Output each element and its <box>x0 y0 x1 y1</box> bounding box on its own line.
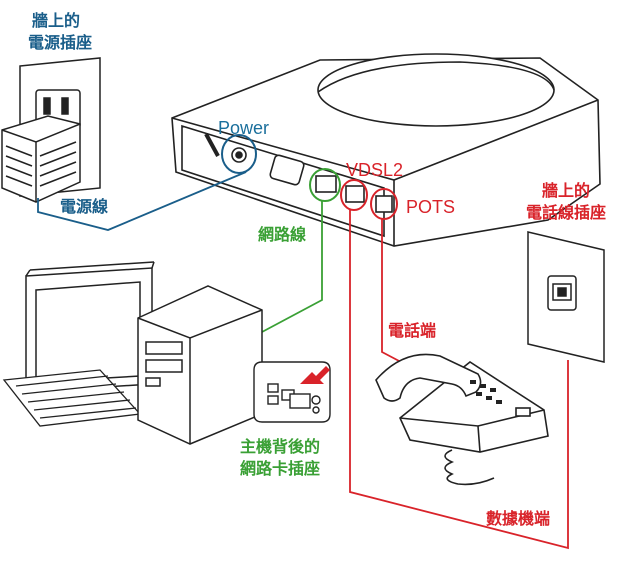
power-cord-line <box>37 171 247 231</box>
wall-phone-jack-label: 牆上的 <box>542 181 590 200</box>
network-port-highlight <box>309 168 341 202</box>
network-cable-label: 網路線 <box>258 225 306 244</box>
data-end-label: 數據機端 <box>486 509 550 528</box>
wall-phone-jack-icon <box>527 231 605 363</box>
telephone-icon <box>375 353 549 486</box>
modem-icon <box>171 53 601 247</box>
vdsl2-port-label: VDSL2 <box>346 160 403 180</box>
arrow-icon <box>300 366 330 384</box>
power-port-highlight <box>221 134 257 174</box>
vdsl2-cable-line <box>349 210 569 550</box>
pots-port-label: POTS <box>406 197 455 217</box>
wall-power-outlet-label-2: 電源插座 <box>28 33 92 52</box>
pc-nic-socket-callout <box>253 361 331 423</box>
wall-power-outlet-label: 牆上的 <box>32 11 80 30</box>
network-cable-line <box>261 200 323 333</box>
wall-phone-jack-label-2: 電話線插座 <box>526 203 606 222</box>
pc-tower-icon <box>137 285 263 445</box>
power-adapter-icon <box>1 115 81 203</box>
phone-end-label: 電話端 <box>388 321 436 340</box>
pc-nic-socket-label-2: 網路卡插座 <box>240 459 320 478</box>
vdsl2-port-highlight <box>340 179 368 211</box>
pc-nic-socket-label: 主機背後的 <box>240 437 320 456</box>
pots-port-highlight <box>370 188 398 220</box>
computer-monitor-icon <box>25 261 155 393</box>
power-cord-label: 電源線 <box>60 197 108 216</box>
power-port-label: Power <box>218 118 269 138</box>
